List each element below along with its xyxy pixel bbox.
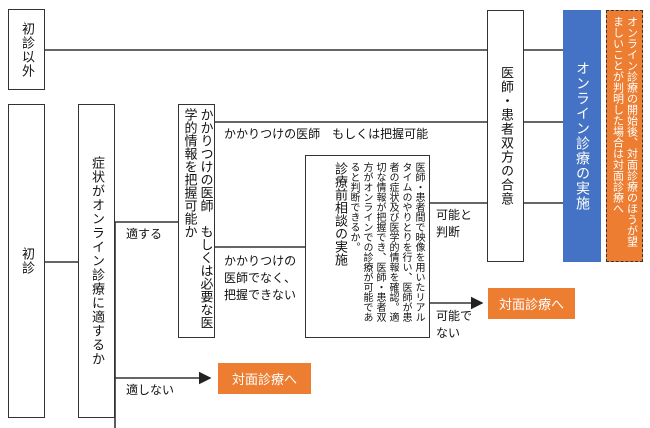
- edge-label-judged-possible: 可能と判断: [436, 208, 473, 239]
- edge-label-not-suitable: 適しない: [126, 383, 175, 397]
- online-care-box: オンライン診療の実施: [563, 10, 601, 262]
- symptom-check-label: 症状がオンライン診療に適するか: [89, 156, 104, 366]
- in-person-label-2: 対面診療へ: [231, 373, 297, 388]
- pre-consultation-body: 医師・患者間で映像を用いたリアルタイムのやりとりを行い、医師が患者の症状及び医学…: [348, 162, 424, 322]
- pre-consultation-title: 診療前相談の実施: [332, 162, 347, 266]
- info-check-box: かかりつけの医師 もしくは必要な医学的情報を把握可能か: [178, 104, 215, 338]
- not-first-visit-label: 初診以外: [19, 21, 34, 78]
- first-visit-label: 初診: [19, 247, 34, 275]
- edge-label-not-family-doctor: かかりつけの医師でなく、把握できない: [224, 254, 297, 302]
- in-person-label-1: 対面診療へ: [498, 298, 564, 313]
- pre-consultation-box: 診療前相談の実施 医師・患者間で映像を用いたリアルタイムのやりとりを行い、医師が…: [305, 155, 430, 338]
- in-person-box-2: 対面診療へ: [218, 363, 311, 394]
- note-box: オンライン診療の開始後、対面診療のほうが望ましいことが判明した場合は対面診療へ: [606, 10, 643, 262]
- agreement-box: 医師・患者双方の合意: [487, 10, 524, 262]
- edge-label-not-possible: 可能でない: [436, 309, 473, 340]
- edge-label-family-doctor: かかりつけの医師 もしくは把握可能: [224, 127, 429, 141]
- in-person-box-1: 対面診療へ: [488, 288, 575, 319]
- symptom-check-box: 症状がオンライン診療に適するか: [78, 104, 115, 418]
- edge-label-suitable: 適する: [126, 227, 163, 241]
- first-visit-box: 初診: [8, 104, 45, 418]
- online-care-label: オンライン診療の実施: [574, 61, 590, 211]
- info-check-label: かかりつけの医師 もしくは必要な医学的情報を把握可能か: [181, 108, 213, 329]
- agreement-label: 医師・患者双方の合意: [498, 66, 513, 206]
- note-label: オンライン診療の開始後、対面診療のほうが望ましいことが判明した場合は対面診療へ: [611, 16, 639, 247]
- not-first-visit-box: 初診以外: [8, 9, 45, 90]
